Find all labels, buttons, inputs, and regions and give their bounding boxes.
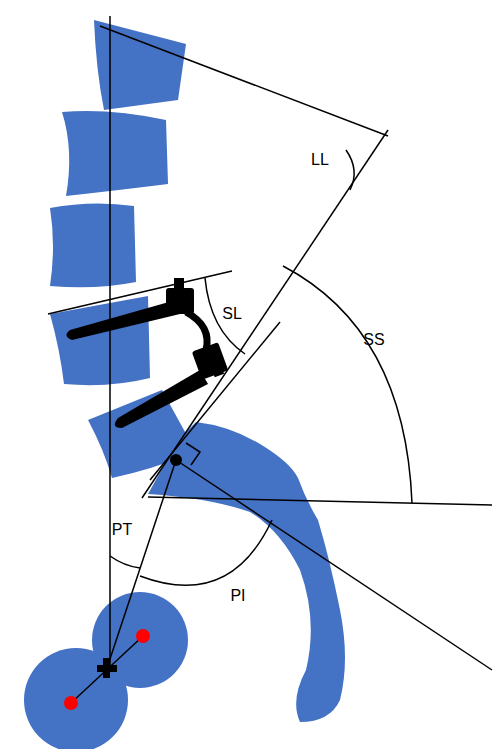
- endplate-midpoint: [170, 454, 182, 466]
- hip-center: [136, 629, 150, 643]
- cross-bar: [103, 658, 110, 678]
- angle-label: SL: [222, 306, 242, 322]
- upper-endplate-line: [48, 271, 232, 314]
- horizontal-line: [148, 497, 492, 505]
- pi-arc: [140, 520, 272, 585]
- ss-arc: [283, 266, 412, 503]
- hip-axis-cross: [97, 658, 117, 678]
- angle-label: PI: [230, 588, 245, 604]
- angle-label: SS: [363, 332, 384, 348]
- angle-label: PT: [112, 522, 132, 538]
- vertebrae: [50, 20, 345, 722]
- femoral-heads: [24, 592, 188, 749]
- hip-center: [64, 696, 78, 710]
- rod: [186, 312, 207, 350]
- femoral-axis-line: [71, 636, 143, 703]
- femoral-head: [24, 648, 128, 749]
- hip-axis-line: [107, 460, 176, 668]
- screw-cap: [174, 278, 184, 290]
- right-angle-mark: [186, 443, 200, 465]
- s1-endplate-line: [142, 130, 388, 498]
- perpendicular-line: [176, 460, 492, 670]
- screw-head: [192, 342, 229, 380]
- measurement-lines: [48, 16, 492, 703]
- sacrum: [148, 422, 345, 722]
- plumb-line: [109, 16, 111, 668]
- femoral-head: [92, 592, 188, 688]
- vertebra: [50, 203, 136, 287]
- vertebra: [94, 20, 186, 110]
- pedicle-screw: [115, 370, 208, 428]
- l1-endplate-line: [100, 26, 388, 136]
- screw-cap: [210, 361, 224, 378]
- ll-arc: [346, 150, 354, 190]
- pedicle-screw: [66, 300, 180, 340]
- sl-arc: [205, 278, 245, 354]
- screw-head: [166, 288, 194, 314]
- angle-label: LL: [311, 152, 329, 168]
- pt-arc: [110, 556, 140, 568]
- screws-and-rod: [66, 278, 228, 428]
- hip-centers: [64, 629, 150, 710]
- vertebra: [62, 111, 168, 196]
